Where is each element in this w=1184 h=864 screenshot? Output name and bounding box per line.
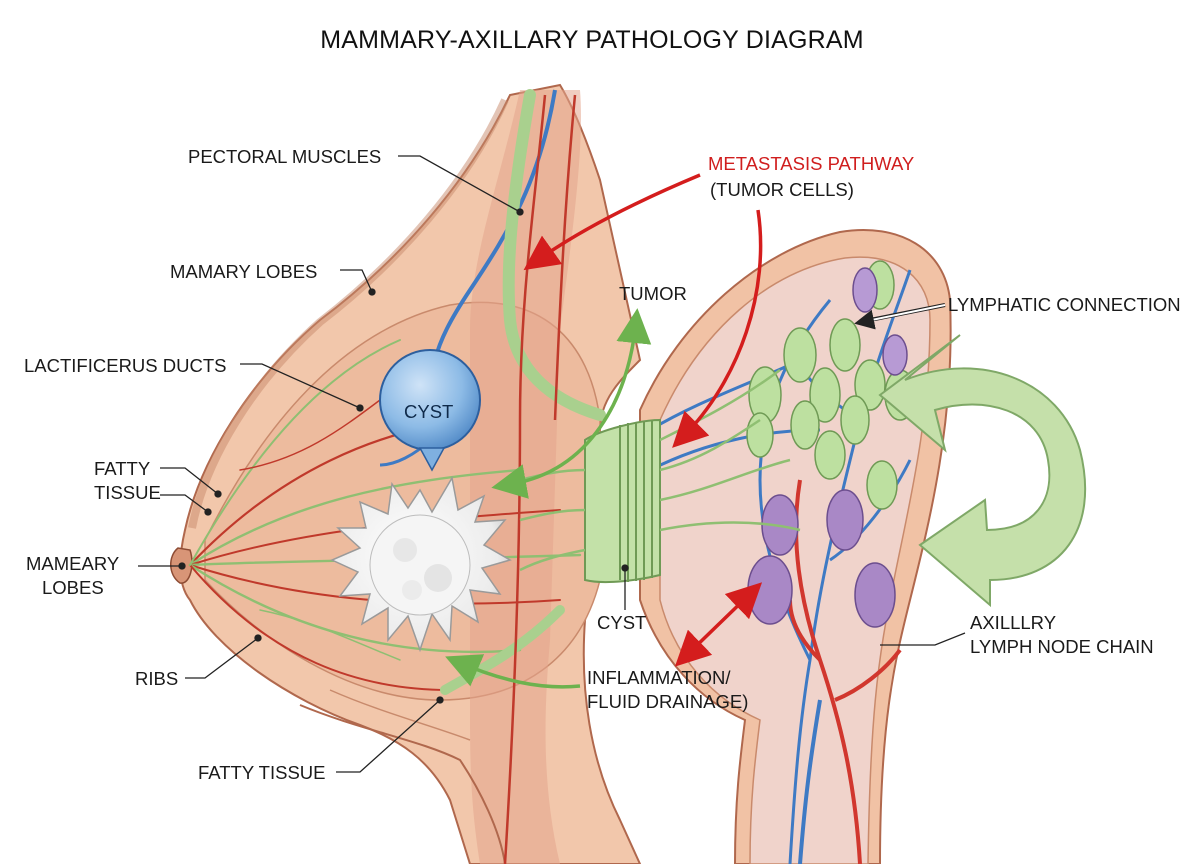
label-fatty-line1: FATTY	[94, 458, 151, 479]
label-cyst-lower: CYST	[597, 612, 647, 633]
drainage-arrow-green	[445, 654, 581, 689]
breast-body	[170, 83, 642, 864]
label-metastasis-pathway: METASTASIS PATHWAY	[708, 153, 915, 174]
cyst	[379, 349, 481, 472]
vein-line	[433, 89, 557, 361]
label-tumor: TUMOR	[619, 283, 687, 304]
leader-lines	[138, 155, 966, 773]
diagram-title: MAMMARY-AXILLARY PATHOLOGY DIAGRAM	[320, 26, 864, 54]
label-tumor-cells: (TUMOR CELLS)	[710, 179, 854, 200]
label-inflammation: INFLAMMATION/ FLUID DRAINAGE)	[587, 666, 748, 714]
recirculation-arrow	[878, 334, 1087, 608]
tumor-arrow	[491, 308, 652, 499]
metastasis-arrow-lower	[672, 209, 763, 448]
label-lactificerus-ducts: LACTIFICERUS DUCTS	[24, 355, 227, 376]
label-inflammation-line2: FLUID DRAINAGE)	[587, 691, 749, 712]
label-fatty-tissue-left: FATTY TISSUE	[94, 457, 161, 505]
label-axillary-line1: AXILLLRY	[970, 612, 1057, 633]
label-axillary-line2: LYMPH NODE CHAIN	[970, 636, 1154, 657]
label-cyst-inside: CYST	[404, 401, 454, 422]
label-ribs: RIBS	[135, 668, 179, 689]
drainage-arrow-red	[674, 582, 763, 667]
tumor-mass	[330, 475, 512, 653]
label-mameary-lobes: MAMEARY LOBES	[26, 552, 119, 600]
purple-nodes	[747, 267, 908, 628]
label-pectoral-muscles: PECTORAL MUSCLES	[188, 146, 382, 167]
label-lymphatic-connection: LYMPHATIC CONNECTION	[948, 294, 1181, 315]
label-axillary-chain: AXILLLRY LYMPH NODE CHAIN	[970, 611, 1154, 659]
metastasis-arrow-upper	[523, 173, 701, 271]
label-fatty-line2: TISSUE	[94, 482, 161, 503]
axillary-region	[639, 229, 952, 864]
label-mamary-lobes: MAMARY LOBES	[170, 261, 318, 282]
label-mameary-line2: LOBES	[42, 577, 104, 598]
label-fatty-tissue-bottom: FATTY TISSUE	[198, 762, 326, 783]
label-mameary-line1: MAMEARY	[26, 553, 120, 574]
label-inflammation-line1: INFLAMMATION/	[587, 667, 731, 688]
